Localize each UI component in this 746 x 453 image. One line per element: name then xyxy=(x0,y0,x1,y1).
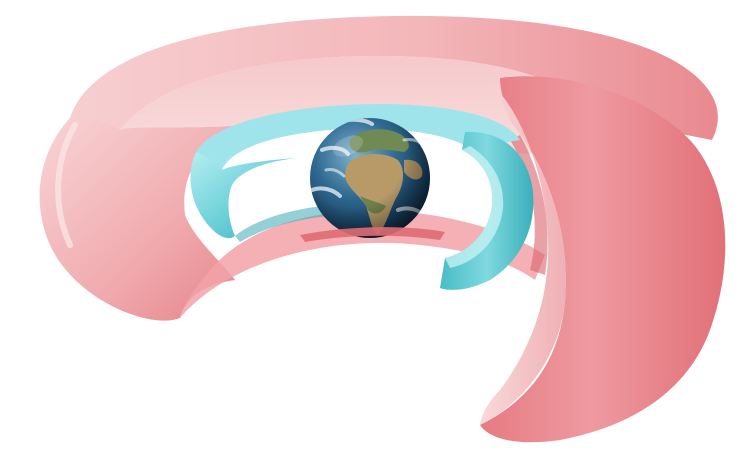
earth-globe xyxy=(310,118,430,238)
